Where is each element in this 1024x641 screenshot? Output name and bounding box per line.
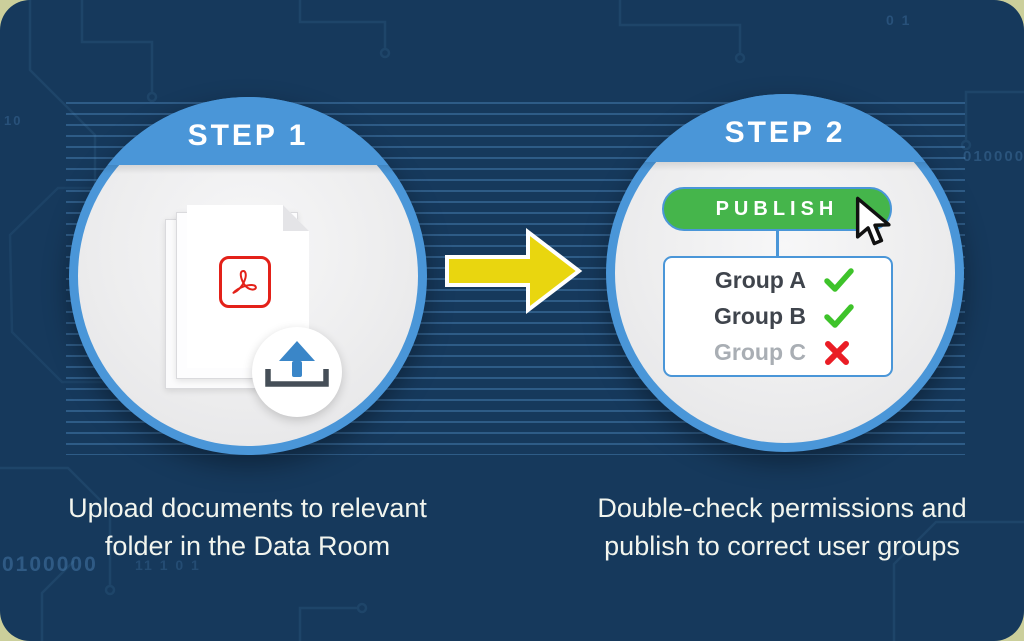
group-b-label: Group B [714,302,806,329]
group-row-b: Group B [665,298,891,334]
publish-button[interactable]: PUBLISH [662,187,892,231]
group-row-c: Group C [665,335,891,371]
step2-caption-line1: Double-check permissions and [597,493,967,523]
binary-strand: 11 1 0 1 [135,557,201,573]
pdf-document-icon [219,256,271,308]
group-c-label: Group C [714,339,806,366]
binary-strand: 0 1 [886,12,912,28]
binary-strand: 0100000 [2,553,98,576]
upload-icon [252,327,342,417]
upload-arrow-stem [292,361,302,377]
step1-header-band: STEP 1 [69,97,427,165]
connector-line [776,230,779,257]
cross-icon [824,339,854,367]
binary-strand: 10 [4,113,23,128]
mouse-cursor-icon [855,196,891,246]
permissions-group-box: Group A Group B Group C [663,256,893,377]
step2-header-band: STEP 2 [606,94,964,162]
group-a-label: Group A [714,266,806,293]
step1-caption-line2: folder in the Data Room [104,531,391,561]
upload-arrow-head [279,341,315,361]
binary-strand: 010000 [963,148,1024,165]
step1-caption: Upload documents to relevant folder in t… [25,489,470,565]
step1-caption-line1: Upload documents to relevant [68,493,427,523]
publish-button-label: PUBLISH [715,197,839,220]
group-row-a: Group A [665,262,891,298]
step1-title: STEP 1 [187,119,309,152]
step2-title: STEP 2 [724,116,846,149]
flow-arrow-icon [445,228,583,314]
check-icon [824,302,854,330]
step2-caption-line2: publish to correct user groups [604,531,960,561]
step2-caption: Double-check permissions and publish to … [552,489,1012,565]
check-icon [824,266,854,294]
acrobat-glyph [232,270,257,294]
upload-tray [265,369,329,387]
